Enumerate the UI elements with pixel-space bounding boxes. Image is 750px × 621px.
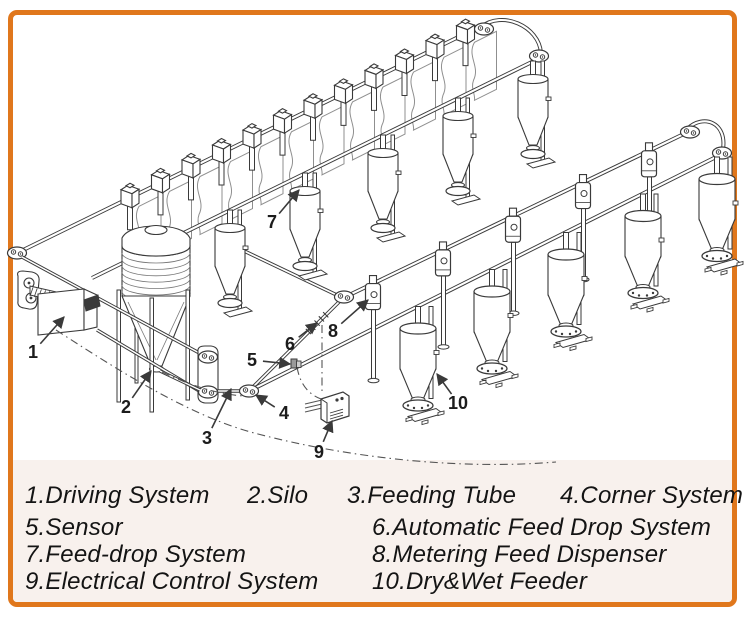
legend-item-8: 8.Metering Feed Dispenser	[372, 541, 667, 568]
legend-item-10: 10.Dry&Wet Feeder	[372, 568, 588, 595]
legend-item-1: 1.Driving System	[25, 482, 210, 509]
legend-item-5: 5.Sensor	[25, 514, 123, 541]
legend-item-9: 9.Electrical Control System	[25, 568, 319, 595]
legend-panel	[13, 460, 732, 602]
legend-item-2: 2.Silo	[247, 482, 309, 509]
legend-item-3: 3.Feeding Tube	[347, 482, 517, 509]
legend-item-7: 7.Feed-drop System	[25, 541, 247, 568]
legend-item-4: 4.Corner System	[560, 482, 744, 509]
legend-item-6: 6.Automatic Feed Drop System	[372, 514, 712, 541]
